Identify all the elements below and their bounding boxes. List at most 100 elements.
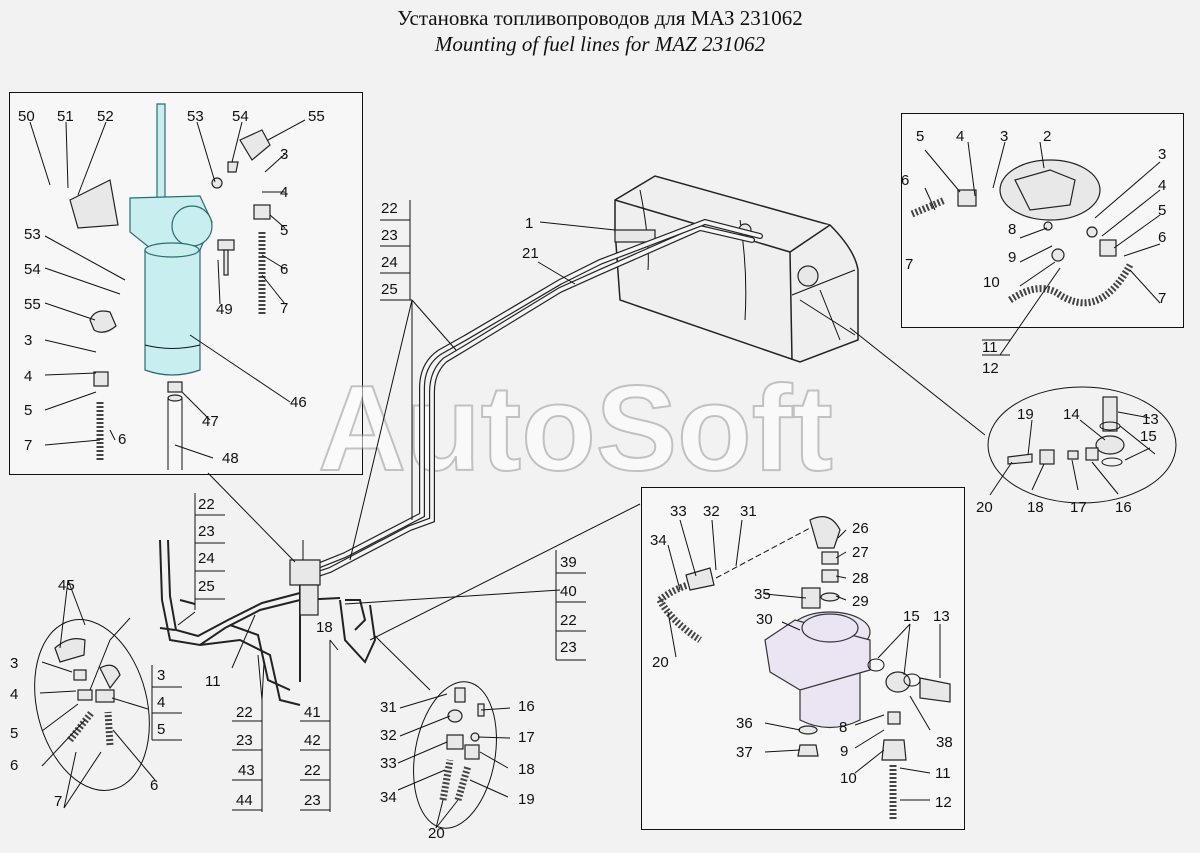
callout-bottom_circle-2: 32 [380,727,397,744]
left-fitting-circle [34,619,150,791]
callout-filter_box-2: 52 [97,108,114,125]
callout-stack_main_top-0: 22 [381,200,398,217]
callout-filter_box-4: 54 [232,108,249,125]
callout-bottom_circle-0: 31 [380,699,397,716]
callout-separator_box-3: 26 [852,520,869,537]
callout-stack_right-1: 40 [560,583,577,600]
callout-bottom_circle-6: 34 [380,789,397,806]
callout-separator_box-5: 27 [852,544,869,561]
callout-filter_box-22: 48 [222,450,239,467]
callout-filter_box-10: 7 [280,300,288,317]
callout-stack_bottom_b-2: 22 [304,762,321,779]
fuel-filter-assembly [69,103,271,470]
callout-main-1: 21 [522,245,539,262]
callout-separator_box-6: 28 [852,570,869,587]
callout-filter_box-12: 54 [24,261,41,278]
callout-bottom_circle-7: 19 [518,791,535,808]
callout-stack_right-2: 22 [560,612,577,629]
callout-bottom_circle-8: 20 [428,825,445,842]
main-fuel-lines [159,218,763,706]
callout-filter_box-19: 49 [216,301,233,318]
callout-tank_box-5: 7 [905,256,913,273]
callout-stack_bottom_a-2: 43 [238,762,255,779]
callout-filter_box-16: 5 [24,402,32,419]
callout-filter_box-11: 53 [24,226,41,243]
fitting-detail-circle [987,386,1177,504]
callout-bottom_circle-5: 18 [518,761,535,778]
callout-stack_bottom_b-0: 41 [304,704,321,721]
callout-bottom_circle-4: 33 [380,755,397,772]
callout-main-2: 11 [205,673,221,690]
callout-bottom_circle-1: 16 [518,698,535,715]
callout-tank_box-0: 5 [916,128,924,145]
callout-main-0: 1 [525,215,533,232]
callout-tank_box-6: 8 [1008,221,1016,238]
callout-separator_box-16: 9 [840,743,848,760]
callout-fitting_circle-2: 13 [1142,411,1159,428]
callout-left_circle-0: 45 [58,577,75,594]
callout-fitting_circle-1: 14 [1063,406,1080,423]
watermark-text: AutoSoft [318,360,833,496]
callout-separator_box-10: 15 [903,608,920,625]
callout-tank_box_stack-0: 11 [982,339,998,356]
callout-fitting_circle-4: 20 [976,499,993,516]
callout-separator_box-14: 38 [936,734,953,751]
callout-left_circle-4: 6 [10,757,18,774]
callout-filter_box-0: 50 [18,108,35,125]
fitting-detail-parts [1007,396,1125,467]
callout-separator_box-0: 33 [670,503,687,520]
callout-separator_box-9: 30 [756,611,773,628]
fuel-tank [614,175,859,363]
callout-stack_mid-2: 24 [198,550,215,567]
left-fitting-parts [54,638,121,746]
callout-filter_box-21: 47 [202,413,219,430]
callout-separator_box-1: 32 [703,503,720,520]
callout-tank_box-3: 2 [1043,128,1051,145]
callout-filter_box-6: 3 [280,146,288,163]
callout-filter_box-15: 4 [24,368,32,385]
callout-stack_main_top-2: 24 [381,254,398,271]
callout-separator_box-15: 36 [736,715,753,732]
callout-fitting_circle-7: 16 [1115,499,1132,516]
callout-tank_box-13: 7 [1158,290,1166,307]
bottom-fitting-circle [413,681,497,829]
callout-tank_box-9: 3 [1158,146,1166,163]
callout-fitting_circle-6: 17 [1070,499,1087,516]
tank-outlet-detail-box [901,113,1184,328]
callout-left_stack-1: 4 [157,694,165,711]
callout-stack_mid-1: 23 [198,523,215,540]
callout-stack-frames [151,200,1010,812]
callout-fitting_circle-3: 15 [1140,428,1157,445]
callout-stack_bottom_b-1: 42 [304,732,321,749]
title-russian: Установка топливопроводов для МАЗ 231062 [397,6,803,30]
callout-tank_box-8: 10 [983,274,1000,291]
callout-separator_box-8: 35 [754,586,771,603]
small-filter-assembly [289,540,321,616]
callout-fitting_circle-0: 19 [1017,406,1034,423]
callout-tank_box_stack-1: 12 [982,360,999,377]
callout-stack_right-0: 39 [560,554,577,571]
callout-separator_box-13: 8 [839,719,847,736]
callout-separator_box-11: 13 [933,608,950,625]
callout-filter_box-8: 5 [280,222,288,239]
callout-stack_bottom_a-0: 22 [236,704,253,721]
callout-separator_box-7: 29 [852,593,869,610]
callout-filter_box-3: 53 [187,108,204,125]
callout-separator_box-20: 12 [935,794,952,811]
tank-outlet-assembly [910,159,1134,307]
callout-tank_box-4: 6 [901,172,909,189]
callout-tank_box-7: 9 [1008,249,1016,266]
callout-separator_box-19: 11 [935,765,951,782]
callout-fitting_circle-5: 18 [1027,499,1044,516]
callout-main-3: 18 [316,619,333,636]
callout-left_circle-3: 5 [10,725,18,742]
callout-filter_box-17: 6 [118,431,126,448]
callout-left_stack-0: 3 [157,667,165,684]
callout-left_stack-2: 5 [157,721,165,738]
callout-tank_box-2: 3 [1000,128,1008,145]
callout-filter_box-13: 55 [24,296,41,313]
callout-left_circle-6: 6 [150,777,158,794]
callout-stack_bottom_b-3: 23 [304,792,321,809]
